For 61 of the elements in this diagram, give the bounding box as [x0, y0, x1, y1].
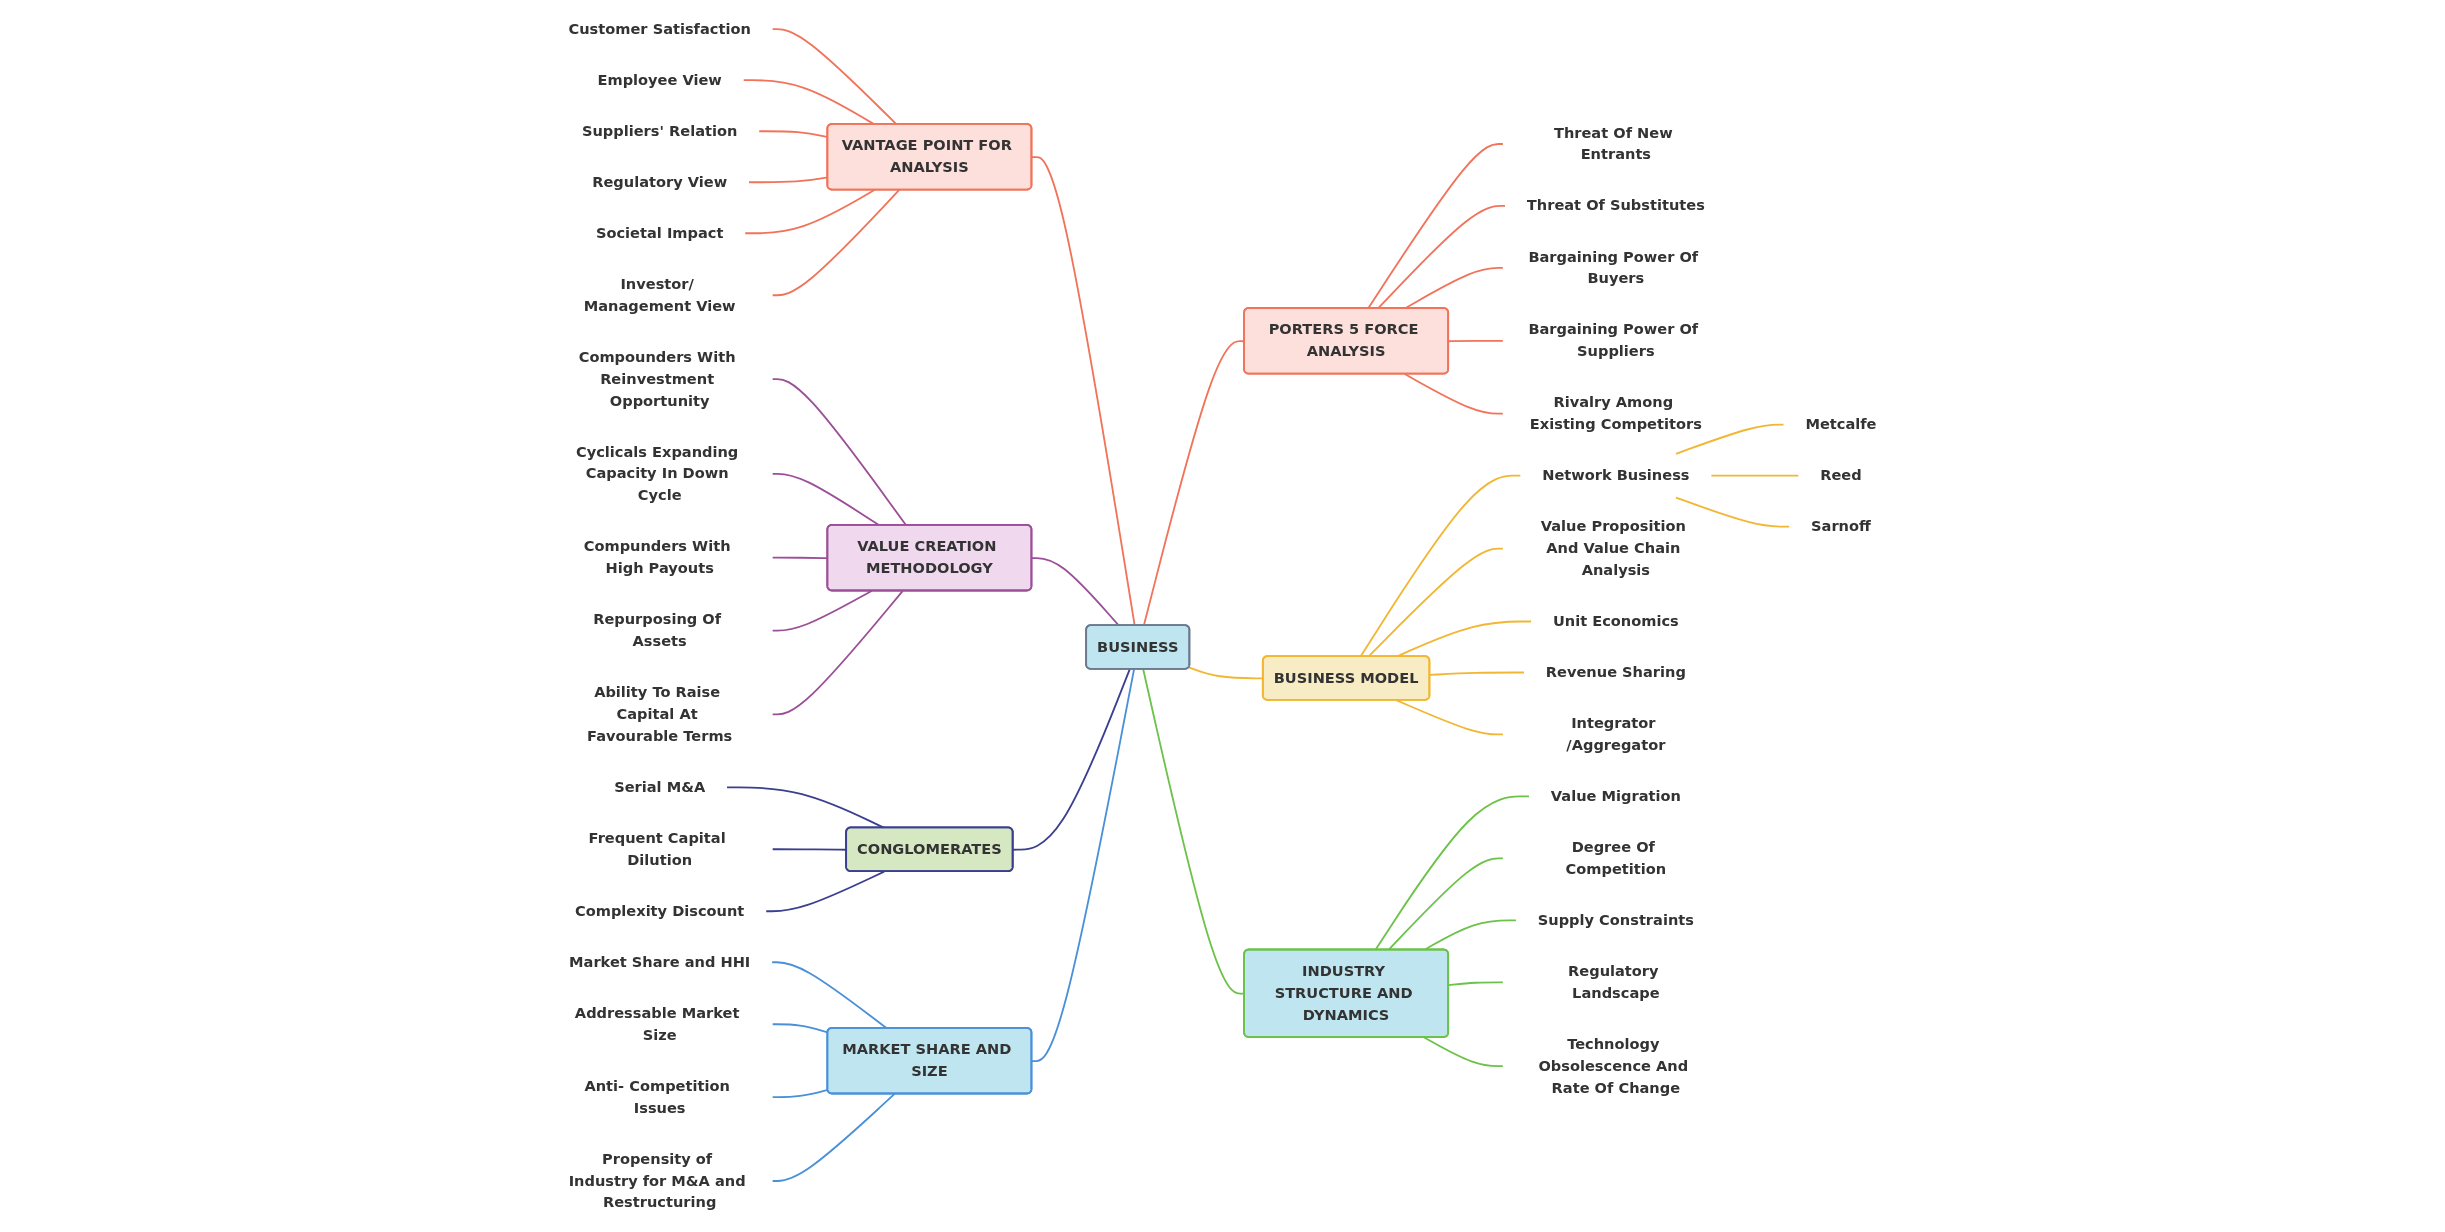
connector	[1031, 557, 1120, 627]
node-text: Societal Impact	[595, 224, 724, 242]
node-text: Ability To Raise Capital At Favourable Terms	[587, 683, 733, 745]
connector	[1675, 423, 1785, 455]
node-text: Rivalry Among Existing Competitors	[1529, 393, 1702, 433]
node-text: Regulatory View	[592, 173, 728, 191]
connector	[1012, 668, 1131, 851]
node-text: Complexity Discount	[574, 902, 745, 920]
connector	[771, 590, 904, 716]
connector	[765, 870, 886, 913]
node-text: Serial M&A	[614, 778, 706, 796]
connector	[1377, 205, 1506, 310]
connector	[1395, 699, 1504, 736]
node-text: Customer Satisfaction	[568, 20, 751, 38]
connector	[1710, 474, 1800, 477]
connector	[1423, 1036, 1504, 1068]
connector	[1367, 143, 1504, 310]
node-text: Anti- Competition Issues	[584, 1077, 730, 1117]
node-text: Reed	[1820, 466, 1862, 484]
node-text: Bargaining Power Of Buyers	[1528, 247, 1699, 288]
node-text: Supply Constraints	[1537, 911, 1694, 929]
connector	[1359, 474, 1522, 658]
node-text: Market Share and HHI	[569, 953, 751, 971]
node-text: Degree Of Competition	[1565, 838, 1667, 878]
node-text: Compounders With Reinvestment Opportunity	[578, 348, 736, 410]
connector	[1675, 496, 1791, 528]
node-text: Threat Of New Entrants	[1553, 123, 1673, 164]
connector	[771, 1088, 829, 1099]
node-text: Propensity of Industry for M&A and Restructuring	[568, 1149, 746, 1212]
connector	[1403, 373, 1504, 415]
node-text: Addressable Market Size	[574, 1004, 740, 1044]
connector	[1403, 267, 1504, 310]
node-text: Frequent Capital Dilution	[588, 829, 726, 869]
node-text: Network Business	[1542, 466, 1690, 484]
connector	[771, 590, 873, 632]
connector	[1423, 919, 1517, 951]
node-text: Technology Obsolescence And Rate Of Change	[1538, 1035, 1689, 1097]
node-text: Regulatory Landscape	[1568, 962, 1660, 1002]
node-text: Employee View	[597, 71, 722, 89]
node-text: Unit Economics	[1552, 612, 1679, 630]
connector	[1031, 668, 1135, 1063]
connector	[1031, 156, 1136, 627]
node-text: Repurposing Of Assets	[593, 610, 722, 650]
node-text: Value Migration	[1550, 787, 1681, 805]
node-text: Integrator /Aggregator	[1566, 714, 1666, 754]
node-text: Investor/ Management View	[583, 275, 736, 315]
node-text: Cyclicals Expanding Capacity In Down Cycle	[575, 442, 739, 504]
connector	[1374, 795, 1530, 951]
connector	[1367, 547, 1504, 658]
connector	[1387, 857, 1504, 951]
node-text: Value Proposition And Value Chain Analysis	[1540, 517, 1686, 579]
node-text: Metcalfe	[1805, 415, 1877, 433]
node-text: Bargaining Power Of Suppliers	[1528, 320, 1699, 360]
connector	[744, 189, 876, 235]
connector	[771, 1093, 896, 1182]
node-text: Suppliers' Relation	[581, 122, 738, 140]
node-text: Sarnoff	[1811, 517, 1871, 535]
connector	[771, 189, 901, 297]
node-text: Compunders With High Payouts	[583, 537, 731, 577]
node-text: Threat Of Substitutes	[1526, 196, 1705, 215]
node-text: Revenue Sharing	[1545, 663, 1686, 681]
